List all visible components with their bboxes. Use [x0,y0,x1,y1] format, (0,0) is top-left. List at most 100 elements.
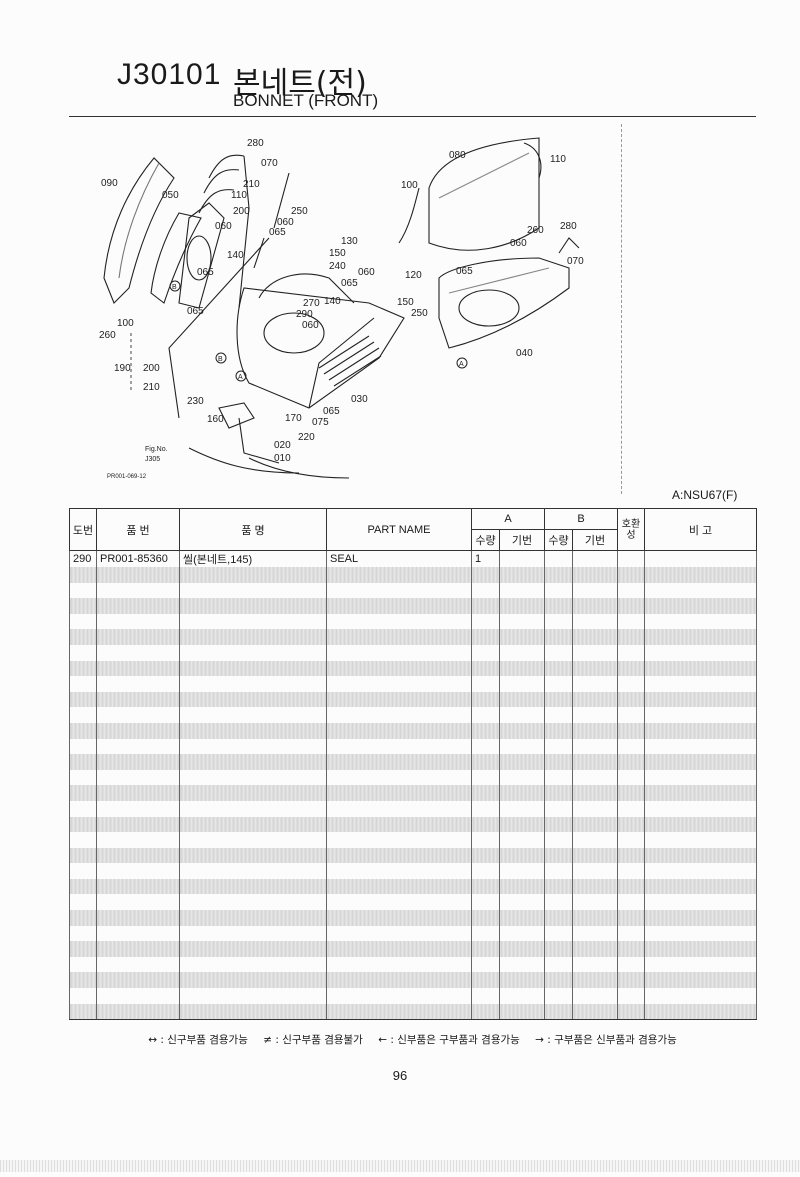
callout-160: 160 [207,414,224,425]
empty-cell [179,863,327,879]
empty-cell [644,629,757,645]
empty-cell [96,598,180,614]
callout-010: 010 [274,453,291,464]
empty-cell [499,988,545,1004]
svg-text:A: A [238,374,243,381]
callout-060d: 060 [302,320,319,331]
empty-cell [544,1003,573,1021]
empty-cell [326,691,472,708]
empty-cell [617,598,645,614]
callout-065b: 065 [197,267,214,278]
empty-cell [96,972,180,989]
empty-cell [326,582,472,599]
empty-cell [644,988,757,1004]
empty-cell [326,863,472,879]
empty-cell [572,598,618,614]
empty-cell [179,754,327,770]
empty-cell [572,707,618,723]
empty-cell [471,910,500,926]
empty-cell [471,582,500,599]
empty-cell [471,785,500,801]
empty-cell [96,863,180,879]
empty-cell [326,972,472,989]
empty-cell [617,582,645,599]
empty-cell [179,800,327,817]
empty-cell [644,582,757,599]
callout-065: 065 [269,227,286,238]
empty-cell [644,613,757,630]
empty-cell [96,1003,180,1021]
empty-row [69,925,757,942]
page-number: 96 [392,1068,408,1083]
empty-cell [499,676,545,692]
callout-060: 060 [215,221,232,232]
callout-065d: 065 [187,306,204,317]
empty-cell [499,598,545,614]
empty-cell [572,941,618,957]
empty-cell [617,613,645,630]
empty-cell [69,613,97,630]
empty-cell [544,644,573,661]
empty-cell [96,769,180,786]
empty-cell [544,691,573,708]
empty-cell [617,754,645,770]
empty-cell [179,769,327,786]
empty-cell [179,910,327,926]
marker-a-center [235,370,247,382]
empty-cell [544,582,573,599]
empty-cell [644,894,757,911]
callout-200: 200 [233,206,250,217]
callout-170: 170 [285,413,302,424]
empty-cell [471,878,500,895]
empty-cell [572,988,618,1004]
empty-cell [179,925,327,942]
empty-cell [471,988,500,1004]
callout-080: 080 [449,150,466,161]
empty-cell [644,847,757,864]
empty-cell [471,738,500,755]
empty-cell [617,785,645,801]
cell-base-a [499,550,545,567]
empty-cell [544,972,573,989]
empty-cell [544,707,573,723]
empty-row [69,582,757,599]
scan-edge [0,1160,800,1172]
empty-cell [179,847,327,864]
empty-cell [644,832,757,848]
empty-cell [499,972,545,989]
empty-cell [69,629,97,645]
empty-cell [96,644,180,661]
empty-cell [544,567,573,583]
empty-cell [572,722,618,739]
empty-cell [499,816,545,833]
empty-cell [69,832,97,848]
empty-row [69,785,757,801]
empty-row [69,847,757,864]
empty-cell [179,894,327,911]
figure-divider [621,124,622,494]
empty-cell [572,769,618,786]
empty-cell [617,707,645,723]
callout-050: 050 [162,190,179,201]
empty-cell [326,722,472,739]
empty-cell [544,941,573,957]
empty-cell [572,956,618,973]
empty-cell [69,894,97,911]
empty-cell [617,832,645,848]
callout-060b: 060 [277,217,294,228]
empty-cell [69,910,97,926]
empty-cell [499,582,545,599]
empty-cell [544,769,573,786]
callout-280b: 280 [560,221,577,232]
empty-cell [617,629,645,645]
empty-cell [96,832,180,848]
empty-cell [69,816,97,833]
empty-cell [617,691,645,708]
empty-cell [644,910,757,926]
empty-cell [499,769,545,786]
empty-cell [179,816,327,833]
callout-240: 240 [329,261,346,272]
empty-row [69,567,757,583]
empty-cell [617,816,645,833]
empty-cell [544,598,573,614]
